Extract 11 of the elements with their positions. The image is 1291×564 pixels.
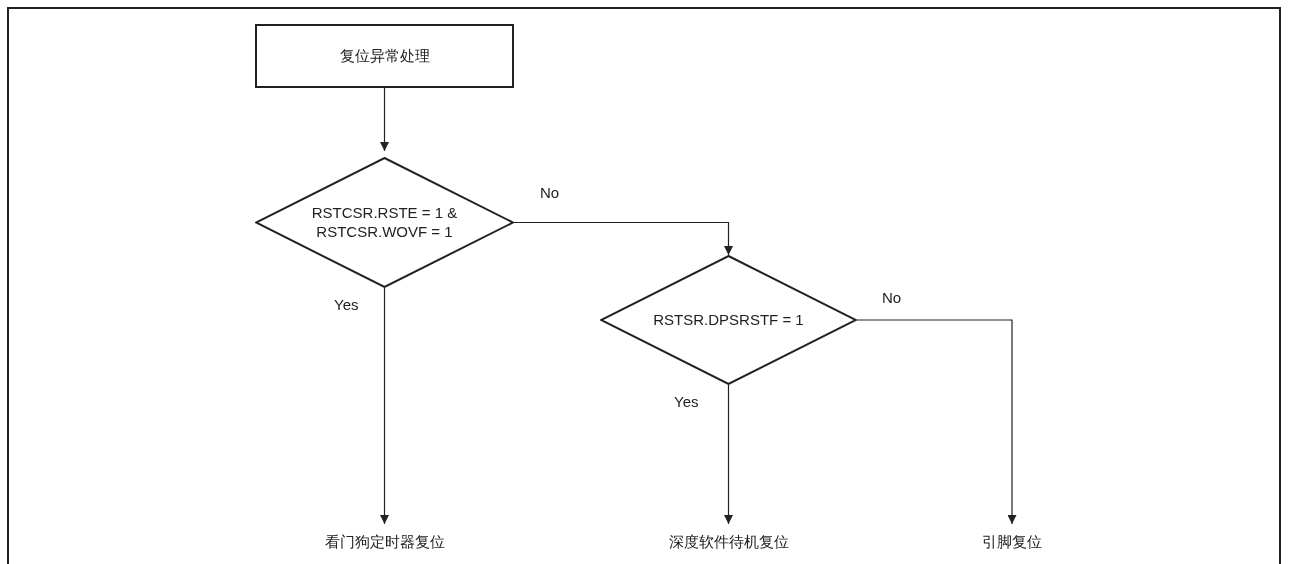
decision-diamond: RSTSR.DPSRSTF = 1: [600, 255, 857, 385]
result-label: 深度软件待机复位: [648, 530, 809, 554]
arrow: [724, 384, 733, 525]
arrow: [380, 287, 389, 525]
arrow: [380, 87, 389, 152]
process-box: 复位异常处理: [255, 24, 514, 88]
arrow: [513, 221, 733, 256]
arrow: [856, 319, 1017, 525]
decision-diamond: RSTCSR.RSTE = 1 & RSTCSR.WOVF = 1: [255, 157, 514, 288]
result-label: 看门狗定时器复位: [304, 530, 465, 554]
result-label: 引脚复位: [962, 530, 1062, 554]
